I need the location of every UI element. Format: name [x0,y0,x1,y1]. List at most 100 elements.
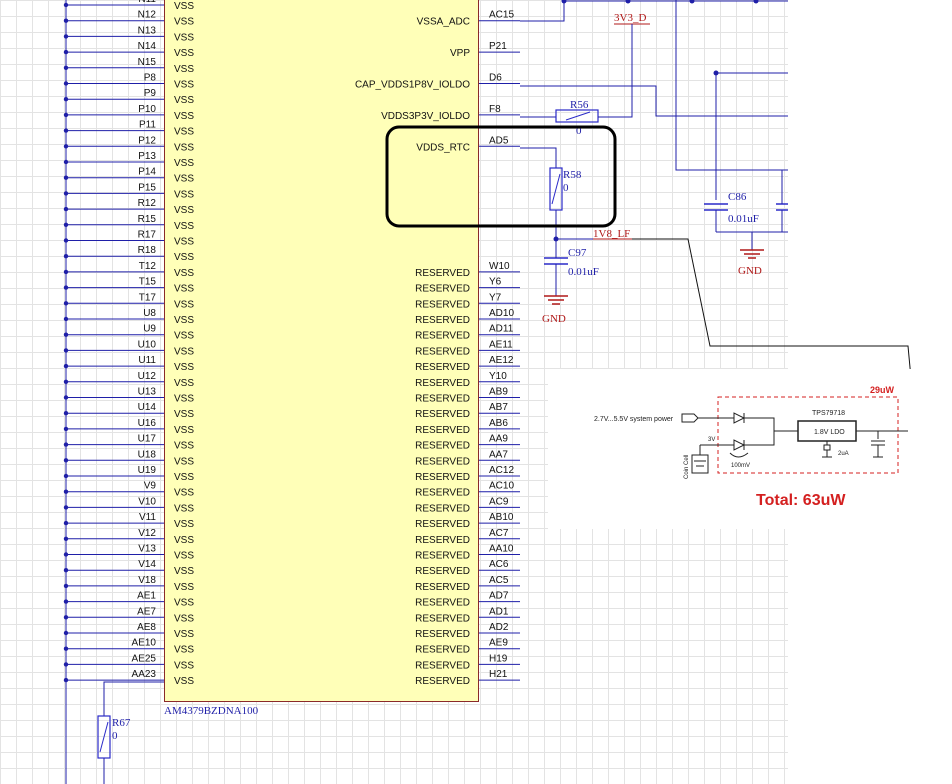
right-pin-name: RESERVED [415,331,470,342]
right-pin-name: VDDS3P3V_IOLDO [381,111,470,122]
diode-drop-label: 100mV [731,463,750,469]
right-pin-number: AB9 [489,387,508,398]
left-pin-name: VSS [174,127,194,138]
left-pin-number: U19 [138,465,157,476]
r56-body[interactable] [555,109,599,123]
right-pin-number: AC15 [489,10,514,21]
right-pin-number: AA7 [489,449,508,460]
right-pin-number: AD1 [489,606,509,617]
left-pin-name: VSS [174,394,194,405]
r56-out-wire [598,116,633,118]
left-pin-number: U11 [138,355,156,366]
right-pin-name: CAP_VDDS1P8V_IOLDO [355,80,470,91]
right-pin-name: RESERVED [415,315,470,326]
left-pin-name: VSS [174,80,194,91]
left-pin-number: U13 [138,387,157,398]
right-pin-number: AC9 [489,496,509,507]
right-pin-name: RESERVED [415,676,470,687]
left-pin-number: AE7 [137,606,156,617]
right-pin-number: Y7 [489,292,502,303]
right-pin-name: RESERVED [415,299,470,310]
left-pin-number: N15 [138,57,157,68]
c86-ref: C86 [728,191,747,203]
c97-value: 0.01uF [568,266,599,278]
total-power-label: Total: 63uW [756,492,846,509]
junction-dot [753,0,759,4]
left-pin-name: VSS [174,456,194,467]
right-pin-name: RESERVED [415,503,470,514]
left-pin-name: VSS [174,48,194,59]
junction-dot [689,0,695,4]
left-pin-number: P14 [138,167,156,178]
left-pin-name: VSS [174,566,194,577]
vdds-rtc-highlight-box [385,125,617,228]
right-pin-name: RESERVED [415,441,470,452]
left-pin-name: VSS [174,315,194,326]
quiescent-current-label: 2uA [838,451,849,457]
left-pin-name: VSS [174,629,194,640]
input-power-label: 2.7V...5.5V system power [594,416,674,423]
left-pin-name: VSS [174,1,194,12]
right-pin-number: AD11 [489,324,514,335]
left-pin-name: VSS [174,676,194,687]
ldo-voltage-label: 1.8V LDO [814,429,845,436]
left-pin-name: VSS [174,519,194,530]
ldo-block-dashed-box [717,396,899,474]
junction-dot [625,0,631,4]
right-pin-name: RESERVED [415,472,470,483]
left-pin-number: N13 [138,25,157,36]
left-pin-number: P15 [138,182,156,193]
coin-cell-icon [691,454,709,474]
left-pin-name: VSS [174,645,194,656]
left-pin-name: VSS [174,142,194,153]
left-pin-number: U14 [138,402,157,413]
right-pin-number: AC12 [489,465,514,476]
ac15-wire [520,0,565,22]
right-pin-name: RESERVED [415,598,470,609]
right-pin-name: RESERVED [415,362,470,373]
power-estimate-inset: 29uW 2.7V...5.5V system power 3V 100mV C… [548,369,952,529]
gnd-symbol-c97 [544,295,568,305]
r58-value: 0 [563,182,569,194]
right-pin-name: RESERVED [415,629,470,640]
left-pin-name: VSS [174,488,194,499]
right-pin-name: RESERVED [415,378,470,389]
input-port-arrow [681,413,699,423]
left-pin-number: U10 [138,339,157,350]
right-pin-name: VSSA_ADC [417,17,470,28]
ad5-wire [520,147,557,168]
left-pin-name: VSS [174,64,194,75]
right-pin-name: RESERVED [415,456,470,467]
right-pin-number: Y10 [489,371,507,382]
r67-wire [103,681,164,716]
right-pin-name: RESERVED [415,613,470,624]
right-pin-number: AD2 [489,622,509,633]
right-pin-number: AE11 [489,339,513,350]
right-pin-name: RESERVED [415,488,470,499]
left-pin-group: N11VSSN12VSSN13VSSN14VSSN15VSSP8VSSP9VSS… [63,0,194,687]
inset-wire [744,431,775,446]
gnd-symbol-c86 [740,249,764,259]
left-pin-name: VSS [174,268,194,279]
left-pin-name: VSS [174,237,194,248]
ic-part-number: AM4379BZDNA100 [164,705,259,717]
coin-cell-label: Coin Cell [684,455,690,479]
right-pin-number: AC5 [489,575,509,586]
right-pin-number: D6 [489,73,502,84]
left-pin-name: VSS [174,660,194,671]
ic-body-am4379[interactable] [164,0,479,702]
d6-wire [520,85,788,117]
left-pin-name: VSS [174,174,194,185]
right-pin-name: RESERVED [415,268,470,279]
left-pin-number: V14 [138,559,156,570]
left-pin-name: VSS [174,346,194,357]
right-pin-number: H21 [489,669,508,680]
right-pin-number: H19 [489,653,508,664]
ldo-part-label: TPS79718 [812,410,845,417]
right-pin-name: RESERVED [415,394,470,405]
right-pin-name: RESERVED [415,346,470,357]
r58-ref: R58 [563,169,582,181]
right-pin-number: F8 [489,104,501,115]
left-pin-number: V10 [138,496,156,507]
